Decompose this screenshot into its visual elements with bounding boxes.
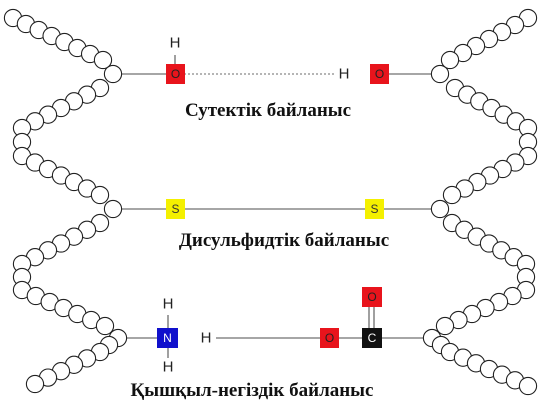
left-chain-bead bbox=[95, 316, 115, 336]
disulfide-bond-atoms: S S bbox=[166, 199, 384, 219]
hydrogen-atom-right: H bbox=[339, 66, 350, 83]
oxygen-atom-carbonyl-label: O bbox=[367, 290, 376, 304]
oxygen-atom-right bbox=[370, 64, 389, 84]
hydrogen-atom-amine-right: H bbox=[201, 330, 212, 347]
carbon-atom-label: C bbox=[368, 331, 377, 345]
hydrogen-atom-amine-bottom: H bbox=[163, 359, 174, 376]
nitrogen-atom bbox=[157, 328, 178, 348]
right-amino-acid-chain bbox=[422, 8, 538, 396]
hydrogen-atom-top: H bbox=[170, 35, 181, 52]
sulfur-atom-right-label: S bbox=[370, 202, 378, 216]
nitrogen-atom-label: N bbox=[163, 331, 172, 345]
right-chain-bead bbox=[440, 50, 460, 70]
sulfur-atom-right bbox=[365, 199, 384, 219]
left-chain-bead bbox=[103, 64, 123, 84]
carbon-atom bbox=[362, 328, 382, 348]
right-chain-bead bbox=[430, 64, 450, 84]
hydrogen-atom-amine-top: H bbox=[163, 296, 174, 313]
right-chain-bead bbox=[518, 376, 538, 396]
right-chain-bead bbox=[430, 199, 450, 219]
left-chain-bead bbox=[90, 185, 110, 205]
right-chain-bead bbox=[442, 185, 462, 205]
oxygen-atom-carboxyl bbox=[320, 328, 339, 348]
left-amino-acid-chain bbox=[3, 8, 128, 394]
oxygen-atom-carbonyl bbox=[362, 287, 382, 307]
sulfur-atom-left-label: S bbox=[171, 202, 179, 216]
oxygen-atom-carboxyl-label: O bbox=[325, 331, 334, 345]
left-chain-bead bbox=[25, 374, 45, 394]
left-chain-bead bbox=[103, 199, 123, 219]
ionic-bond-atoms: H N H H O C O bbox=[157, 287, 382, 376]
oxygen-atom-right-label: O bbox=[375, 67, 384, 81]
hydrogen-bond-caption: Сутектік байланыс bbox=[185, 100, 351, 121]
bond-lines bbox=[113, 55, 440, 358]
oxygen-atom-left bbox=[166, 64, 185, 84]
oxygen-atom-left-label: O bbox=[171, 67, 180, 81]
ionic-bond-caption: Қышқыл-негіздік байланыс bbox=[131, 380, 374, 401]
right-chain-bead bbox=[435, 316, 455, 336]
left-chain-bead bbox=[93, 50, 113, 70]
hydrogen-bond-atoms: H O H O bbox=[166, 35, 389, 84]
sulfur-atom-left bbox=[166, 199, 185, 219]
disulfide-bond-caption: Дисульфидтік байланыс bbox=[179, 230, 389, 251]
